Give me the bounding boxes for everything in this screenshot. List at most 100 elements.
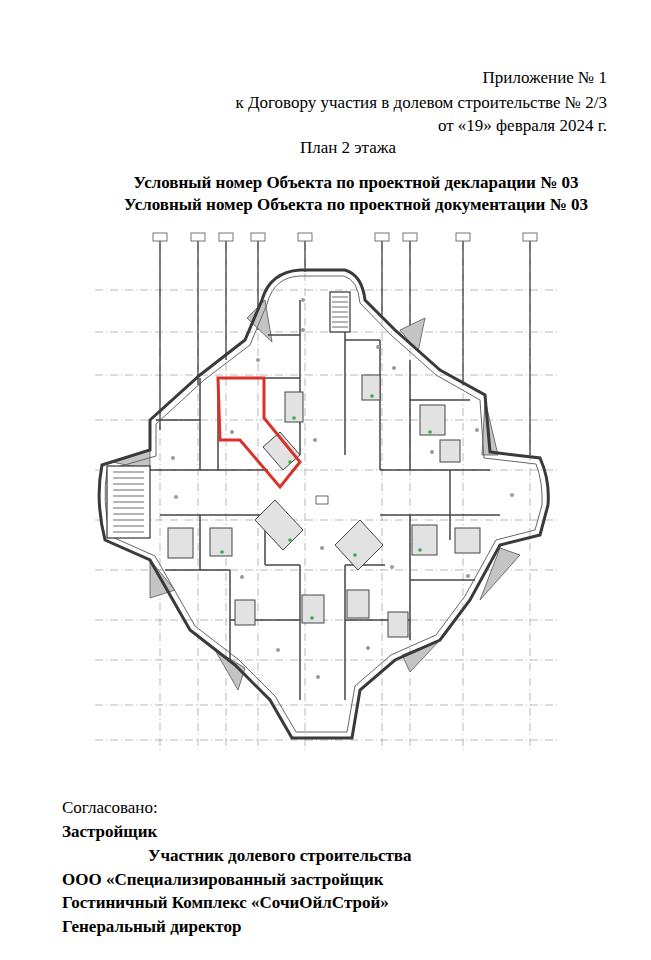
grid-line <box>95 332 560 333</box>
axis-leader <box>225 241 226 360</box>
grid-line <box>95 620 560 621</box>
grid-line <box>95 420 560 421</box>
grid-line <box>95 570 560 571</box>
wall <box>345 564 385 566</box>
room-marker <box>466 574 470 578</box>
wall <box>380 514 500 516</box>
axis-bubble <box>403 233 417 241</box>
room-marker <box>392 366 396 370</box>
wall <box>199 378 201 470</box>
wall <box>229 570 231 660</box>
room-marker <box>171 456 175 460</box>
wall <box>344 565 346 700</box>
plumbing-mark <box>220 550 224 554</box>
balcony <box>402 640 440 672</box>
wall <box>379 340 381 470</box>
room-marker <box>320 546 324 550</box>
wall <box>410 399 470 401</box>
plumbing-mark <box>428 430 432 434</box>
grid-line <box>95 740 560 741</box>
plumbing-mark <box>288 460 292 464</box>
stair-steps <box>332 297 348 327</box>
wet-room <box>335 520 383 570</box>
room-marker <box>430 450 434 454</box>
wet-room <box>235 600 255 625</box>
object-number: Условный номер Объекта по проектной декл… <box>134 173 579 193</box>
signatory-title: Генеральный директор <box>62 917 241 937</box>
wall <box>265 377 300 379</box>
room-marker <box>376 345 380 349</box>
wet-room <box>302 595 324 623</box>
balcony <box>480 548 520 600</box>
room-marker <box>366 646 370 650</box>
wet-room <box>210 528 232 556</box>
party-name: Застройщик <box>62 822 157 842</box>
stair <box>330 292 350 332</box>
room-marker <box>301 298 305 302</box>
axis-bubble <box>219 233 233 241</box>
grid-line <box>95 470 560 471</box>
room-marker <box>510 493 514 497</box>
wet-room <box>255 500 303 550</box>
plumbing-mark <box>418 548 422 552</box>
wall <box>299 565 301 700</box>
plumbing-marks <box>220 394 432 620</box>
selected-unit-outline <box>218 378 300 487</box>
wall <box>265 564 300 566</box>
wall <box>380 469 490 471</box>
header-line: от «19» февраля 2024 г. <box>438 116 607 136</box>
balconies <box>112 300 520 690</box>
company-name: Гостиничный Комплекс «СочиОйлСтрой» <box>62 893 389 913</box>
wet-rooms <box>168 375 480 637</box>
axis-bubble <box>523 233 537 241</box>
wet-room <box>362 375 380 400</box>
grid-line <box>95 290 560 291</box>
plumbing-mark <box>292 416 296 420</box>
grid-line <box>95 520 560 521</box>
company-name: ООО «Специализированный застройщик <box>62 870 383 890</box>
room-marker <box>313 438 317 442</box>
wall <box>160 514 265 516</box>
room-marker <box>276 648 280 652</box>
grid-line <box>305 243 306 752</box>
room-marker <box>240 575 244 579</box>
grid-axes <box>95 243 560 752</box>
wall <box>199 515 201 570</box>
wall <box>156 419 200 421</box>
axis-leader <box>159 241 160 430</box>
room-marker <box>230 430 234 434</box>
axis-bubble <box>191 233 205 241</box>
wet-room <box>440 440 460 462</box>
walls <box>150 300 500 700</box>
wall <box>165 569 230 571</box>
plumbing-mark <box>310 616 314 620</box>
room-marker <box>174 495 178 499</box>
header-line: Приложение № 1 <box>483 68 607 88</box>
room-markers <box>171 298 514 679</box>
wall <box>449 470 451 540</box>
axis-leader <box>381 241 382 315</box>
wet-room <box>285 392 303 422</box>
room-marker <box>390 565 394 569</box>
party-name: Участник долевого строительства <box>148 846 412 866</box>
wet-room <box>388 612 408 637</box>
room-marker <box>316 675 320 679</box>
plumbing-mark <box>370 394 374 398</box>
axis-leader <box>197 241 198 385</box>
plumbing-mark <box>353 553 357 557</box>
axis-leader <box>304 241 305 272</box>
grid-line <box>95 705 560 706</box>
stair-steps <box>113 472 144 532</box>
grid-line <box>95 660 560 661</box>
wet-room <box>455 528 480 553</box>
grid-line <box>95 375 560 376</box>
wet-room <box>347 590 369 618</box>
wall <box>268 334 300 336</box>
wall <box>410 579 475 581</box>
wet-room <box>168 528 193 558</box>
stairs <box>107 292 350 538</box>
object-number: Условный номер Объекта по проектной доку… <box>124 195 588 215</box>
axis-bubbles <box>153 233 537 241</box>
axis-leaders <box>160 241 530 455</box>
